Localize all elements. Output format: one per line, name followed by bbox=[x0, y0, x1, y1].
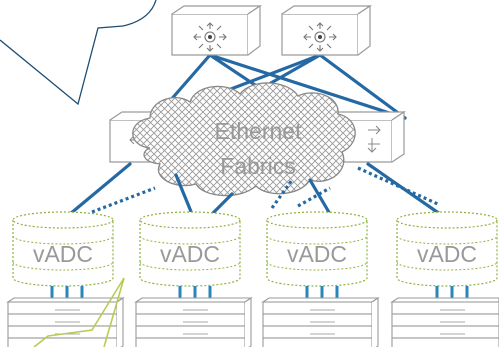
server-rack-3 bbox=[261, 296, 380, 347]
adc-solid-links bbox=[68, 162, 442, 216]
vadc-node-3: vADC bbox=[266, 211, 368, 287]
vadc-label-1: vADC bbox=[33, 241, 93, 267]
ethernet-fabrics-cloud: Ethernet Fabrics bbox=[132, 82, 356, 197]
rack-server-icon bbox=[183, 309, 208, 335]
server-rack-2 bbox=[134, 296, 253, 347]
switch-arrows-icon bbox=[367, 125, 381, 153]
server-rack-1 bbox=[6, 296, 125, 347]
vadc-node-4: vADC bbox=[396, 211, 498, 287]
rack-server-icon bbox=[310, 309, 335, 335]
rack-server-icon bbox=[440, 309, 465, 335]
vadc-label-2: vADC bbox=[160, 241, 220, 267]
vadc-label-4: vADC bbox=[417, 241, 477, 267]
cloud-label-line2: Fabrics bbox=[220, 153, 295, 179]
top-switch-right bbox=[281, 4, 372, 56]
top-uplinks bbox=[153, 53, 407, 120]
cloud-label-line1: Ethernet bbox=[215, 118, 303, 144]
vadc-label-3: vADC bbox=[287, 241, 347, 267]
vadc-node-1: vADC bbox=[12, 211, 114, 287]
vadc-server-connectors bbox=[50, 286, 469, 299]
adc-dotted-links bbox=[91, 166, 441, 214]
top-switch-left bbox=[171, 4, 262, 56]
router-arrows-icon bbox=[193, 22, 227, 52]
server-rack-4 bbox=[390, 297, 499, 347]
vadc-node-2: vADC bbox=[139, 211, 241, 287]
router-arrows-icon bbox=[303, 22, 337, 52]
callout-bubble-bottom bbox=[33, 277, 125, 347]
callout-bubble-top bbox=[0, 0, 157, 106]
